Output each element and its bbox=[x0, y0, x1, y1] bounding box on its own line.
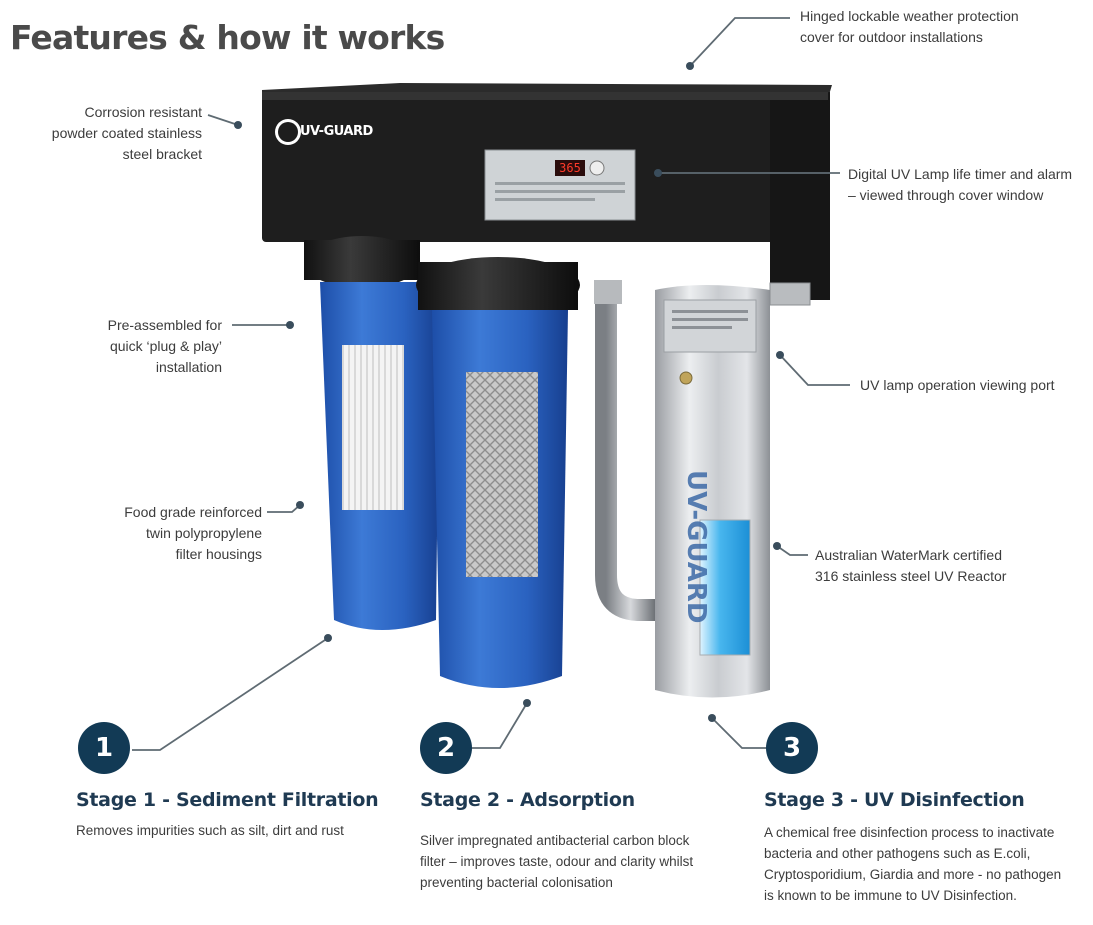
description-line: Cryptosporidium, Giardia and more - no p… bbox=[764, 867, 1062, 882]
callout-line: – viewed through cover window bbox=[848, 187, 1044, 203]
callout-line: Pre-assembled for bbox=[107, 317, 222, 333]
callout-line: steel bracket bbox=[122, 146, 202, 162]
brand-logo: UV-GUARD bbox=[300, 124, 373, 139]
callout-bracket: Corrosion resistant powder coated stainl… bbox=[30, 102, 202, 165]
reactor-logo: UV-GUARD bbox=[681, 470, 711, 624]
stage-3-title: Stage 3 - UV Disinfection bbox=[764, 789, 1025, 811]
page-title: Features & how it works bbox=[10, 18, 445, 57]
callout-viewing-port: UV lamp operation viewing port bbox=[860, 375, 1055, 396]
stage-2-title: Stage 2 - Adsorption bbox=[420, 789, 635, 811]
callout-line: Hinged lockable weather protection bbox=[800, 8, 1019, 24]
description-line: bacteria and other pathogens such as E.c… bbox=[764, 846, 1031, 861]
callout-timer: Digital UV Lamp life timer and alarm – v… bbox=[848, 164, 1072, 206]
callout-line: twin polypropylene bbox=[146, 525, 262, 541]
stage-1-badge: 1 bbox=[78, 722, 130, 774]
callout-line: powder coated stainless bbox=[51, 125, 202, 141]
stage-2-description: Silver impregnated antibacterial carbon … bbox=[420, 830, 693, 893]
callout-line: installation bbox=[155, 359, 222, 375]
description-line: Silver impregnated antibacterial carbon … bbox=[420, 833, 690, 848]
callout-line: 316 stainless steel UV Reactor bbox=[815, 568, 1007, 584]
callout-cover: Hinged lockable weather protection cover… bbox=[800, 6, 1019, 48]
description-line: preventing bacterial colonisation bbox=[420, 875, 613, 890]
callout-housings: Food grade reinforced twin polypropylene… bbox=[70, 502, 262, 565]
stage-2-badge: 2 bbox=[420, 722, 472, 774]
description-line: is known to be immune to UV Disinfection… bbox=[764, 888, 1017, 903]
stage-1-title: Stage 1 - Sediment Filtration bbox=[76, 789, 379, 811]
description-line: A chemical free disinfection process to … bbox=[764, 825, 1055, 840]
stage-1-description: Removes impurities such as silt, dirt an… bbox=[76, 820, 344, 841]
callout-line: Australian WaterMark certified bbox=[815, 547, 1002, 563]
description-line: filter – improves taste, odour and clari… bbox=[420, 854, 694, 869]
callout-line: quick ‘plug & play’ bbox=[109, 338, 222, 354]
callout-line: Food grade reinforced bbox=[124, 504, 262, 520]
callout-reactor: Australian WaterMark certified 316 stain… bbox=[815, 545, 1006, 587]
timer-display: 365 bbox=[559, 161, 581, 175]
description-line: Removes impurities such as silt, dirt an… bbox=[76, 823, 344, 838]
callout-line: UV lamp operation viewing port bbox=[860, 377, 1055, 393]
callout-line: filter housings bbox=[175, 546, 262, 562]
callout-line: cover for outdoor installations bbox=[800, 29, 983, 45]
callout-line: Digital UV Lamp life timer and alarm bbox=[848, 166, 1073, 182]
stage-3-description: A chemical free disinfection process to … bbox=[764, 822, 1061, 906]
stage-3-badge: 3 bbox=[766, 722, 818, 774]
callout-line: Corrosion resistant bbox=[84, 104, 203, 120]
callout-preassembled: Pre-assembled for quick ‘plug & play’ in… bbox=[60, 315, 222, 378]
